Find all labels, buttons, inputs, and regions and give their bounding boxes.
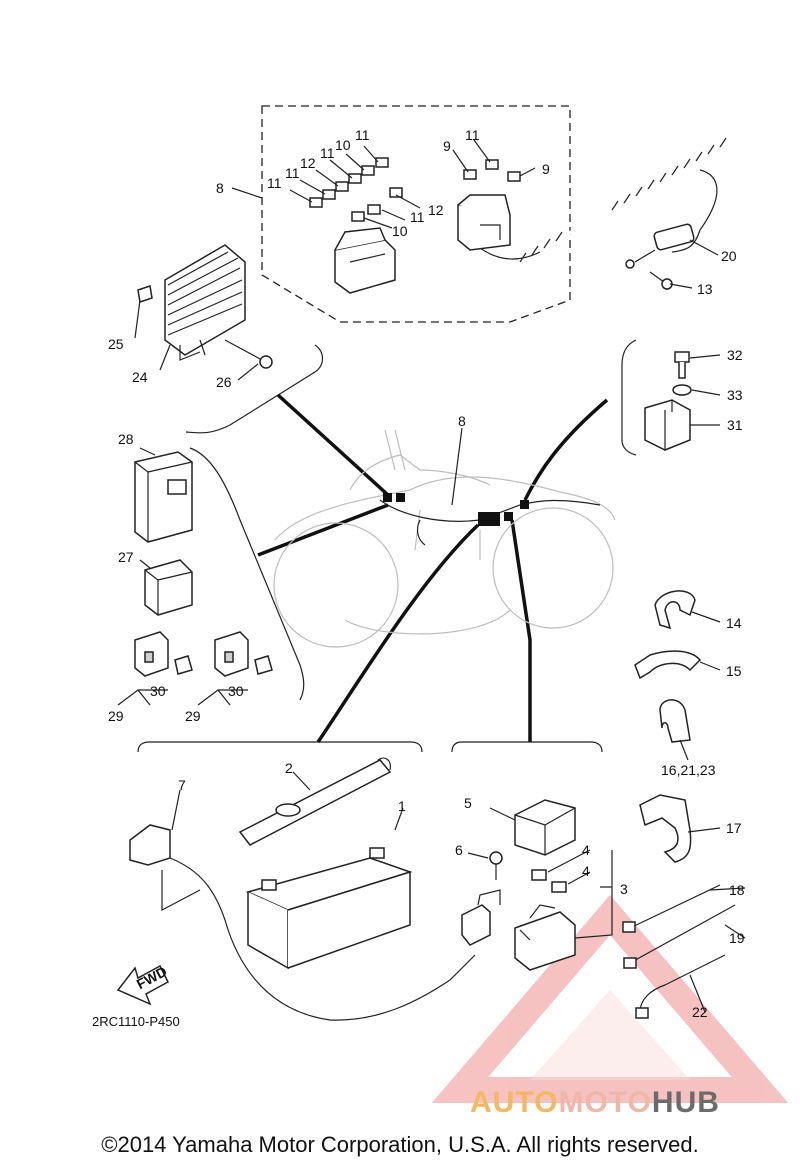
- label-15: 15: [726, 663, 742, 679]
- battery-band: [238, 757, 392, 846]
- sub-relay-box: [334, 227, 396, 294]
- cable-ties: [622, 884, 736, 1019]
- label-22: 22: [692, 1004, 708, 1020]
- label-8a: 8: [216, 180, 224, 196]
- bracket-top-left: [185, 344, 324, 434]
- label-24: 24: [132, 369, 148, 385]
- connector-29-30-right: [197, 631, 273, 706]
- label-18: 18: [729, 882, 745, 898]
- bracket-starter: [451, 741, 603, 753]
- label-32: 32: [727, 347, 743, 363]
- label-2: 2: [285, 760, 293, 776]
- label-27: 27: [118, 549, 134, 565]
- main-fuse-relay: [457, 194, 511, 251]
- bolt-6: [489, 851, 503, 880]
- watermark-hub: HUB: [651, 1086, 720, 1119]
- label-28: 28: [118, 431, 134, 447]
- label-8b: 8: [458, 413, 466, 429]
- label-3: 3: [620, 881, 628, 897]
- label-11b: 11: [285, 165, 300, 181]
- label-4a: 4: [582, 842, 590, 858]
- label-1: 1: [398, 798, 406, 814]
- starter-relay: [461, 889, 576, 971]
- label-11c: 11: [320, 145, 335, 161]
- clamp-15: [634, 650, 702, 680]
- washer-33: [672, 384, 692, 396]
- bolt-26: [224, 339, 273, 369]
- bolt-13: [649, 271, 673, 290]
- relay-28: [134, 451, 193, 543]
- fuses-4: [531, 869, 567, 893]
- label-12a: 12: [300, 155, 316, 171]
- lead-wire-20: [625, 223, 701, 269]
- relay-27: [144, 559, 193, 616]
- label-29a: 29: [108, 708, 124, 724]
- atv-silhouette: [273, 429, 616, 648]
- battery: [245, 847, 413, 970]
- label-4b: 4: [582, 863, 590, 879]
- diagram-code: 2RC1110-P450: [92, 1014, 180, 1029]
- label-16-21-23: 16,21,23: [661, 762, 716, 778]
- battery-cable: [129, 824, 476, 1021]
- label-31: 31: [727, 417, 743, 433]
- label-6: 6: [455, 842, 463, 858]
- label-33: 33: [727, 387, 743, 403]
- label-25: 25: [108, 336, 124, 352]
- label-10b: 10: [392, 223, 408, 239]
- label-11f: 11: [410, 209, 425, 225]
- sensor-31: [644, 399, 691, 451]
- label-11e: 11: [465, 127, 480, 143]
- label-9b: 9: [542, 161, 550, 177]
- fuses: [309, 157, 521, 222]
- wire-harness: [379, 128, 761, 300]
- label-11d: 11: [355, 127, 370, 143]
- clamp-17: [639, 794, 692, 863]
- label-19: 19: [729, 930, 745, 946]
- label-30b: 30: [228, 683, 244, 699]
- leader-lines: [134, 139, 746, 1013]
- forward-arrow-icon: FWD: [116, 963, 169, 1006]
- cover-5: [514, 799, 576, 856]
- label-7: 7: [178, 777, 186, 793]
- label-11a: 11: [267, 175, 282, 191]
- label-14: 14: [726, 615, 742, 631]
- watermark-moto: MOTO: [558, 1086, 652, 1119]
- screw-32: [674, 351, 690, 379]
- label-5: 5: [464, 795, 472, 811]
- bracket-left: [189, 447, 305, 701]
- bracket-battery: [137, 741, 423, 753]
- callout-lines: [257, 393, 609, 743]
- copyright-notice: ©2014 Yamaha Motor Corporation, U.S.A. A…: [101, 1132, 699, 1157]
- label-12b: 12: [428, 202, 444, 218]
- bracket-right: [621, 339, 637, 456]
- watermark-triangle: [431, 895, 789, 1103]
- label-30a: 30: [150, 683, 166, 699]
- label-9a: 9: [443, 138, 451, 154]
- label-26: 26: [216, 374, 232, 390]
- rectifier-regulator: [137, 244, 246, 361]
- label-17: 17: [726, 820, 742, 836]
- label-13: 13: [697, 281, 713, 297]
- watermark-logo: AUTOMOTOHUB: [470, 1086, 720, 1120]
- fuse-box-dashed-outline: [261, 105, 571, 323]
- label-29b: 29: [185, 708, 201, 724]
- clamp-16: [659, 699, 691, 743]
- label-20: 20: [721, 248, 737, 264]
- connector-29-30-left: [117, 631, 193, 706]
- watermark-auto: AUTO: [470, 1086, 559, 1119]
- label-10a: 10: [335, 137, 351, 153]
- clamp-14: [654, 590, 696, 630]
- part-labels: 1 2 3 4 4 5 6 7 8 8 9 9 10 10 11 11 11 1…: [108, 127, 745, 1020]
